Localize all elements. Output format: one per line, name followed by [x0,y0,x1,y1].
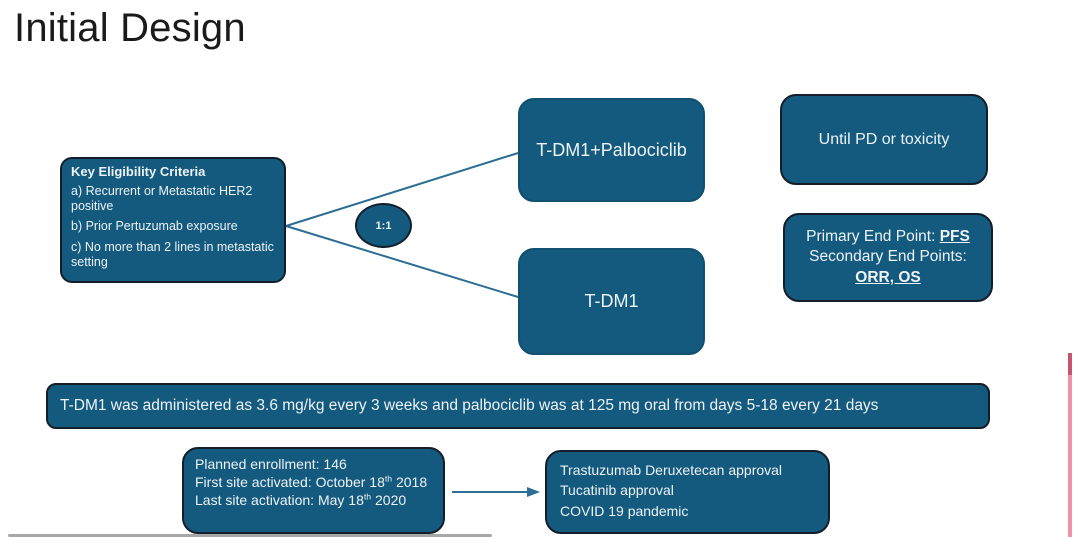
first-site-suffix: th [384,473,393,484]
event-line-tucatinib: Tucatinib approval [560,482,674,499]
randomization-ratio-label: 1:1 [375,219,392,232]
arm-top-label: T-DM1+Palbociclib [536,139,687,160]
event-line-covid: COVID 19 pandemic [560,502,689,519]
secondary-endpoint-values: ORR, OS [855,268,921,286]
last-site-suffix: th [363,491,372,502]
first-site-year: 2018 [392,474,428,491]
primary-endpoint-line: Primary End Point: PFS [806,227,970,247]
enrollment-planned-line: Planned enrollment: 146 [195,456,347,472]
first-site-text: First site activated: October 18 [195,474,385,491]
endpoints-box: Primary End Point: PFS Secondary End Poi… [783,213,993,302]
arm-bottom-label: T-DM1 [584,291,639,311]
primary-endpoint-value: PFS [939,227,970,245]
secondary-endpoint-line: Secondary End Points: [809,248,967,266]
randomization-ratio-badge: 1:1 [355,203,412,248]
eligibility-item-b: b) Prior Pertuzumab exposure [71,219,238,234]
enrollment-last-site-line: Last site activation: May 18th 2020 [195,491,432,509]
arm-box-tdm1-palbociclib: T-DM1+Palbociclib [518,98,705,202]
enrollment-first-site-line: First site activated: October 18th 2018 [195,473,432,491]
bottom-edge-artifact [8,534,492,537]
treatment-duration-box: Until PD or toxicity [780,94,988,185]
external-events-box: Trastuzumab Deruxetecan approval Tucatin… [545,450,830,534]
arm-box-tdm1: T-DM1 [518,248,705,355]
arrow-icon [452,487,540,497]
eligibility-item-a: a) Recurrent or Metastatic HER2 positive [71,183,253,214]
eligibility-title: Key Eligibility Criteria [71,164,206,179]
treatment-duration-label: Until PD or toxicity [818,130,950,148]
dosing-note-box: T-DM1 was administered as 3.6 mg/kg ever… [46,383,990,429]
video-scrubber-artifact [1068,353,1072,537]
last-site-text: Last site activation: May 18 [195,492,364,509]
primary-endpoint-prefix: Primary End Point: [806,227,940,245]
eligibility-item-c: c) No more than 2 lines in metastatic se… [71,239,274,269]
event-line-deruxtecan: Trastuzumab Deruxetecan approval [560,462,783,478]
page-title: Initial Design [14,6,246,50]
enrollment-box: Planned enrollment: 146 First site activ… [182,447,445,534]
dosing-note-text: T-DM1 was administered as 3.6 mg/kg ever… [60,397,879,414]
last-site-year: 2020 [371,492,407,509]
eligibility-criteria-box: Key Eligibility Criteria a) Recurrent or… [60,157,286,283]
